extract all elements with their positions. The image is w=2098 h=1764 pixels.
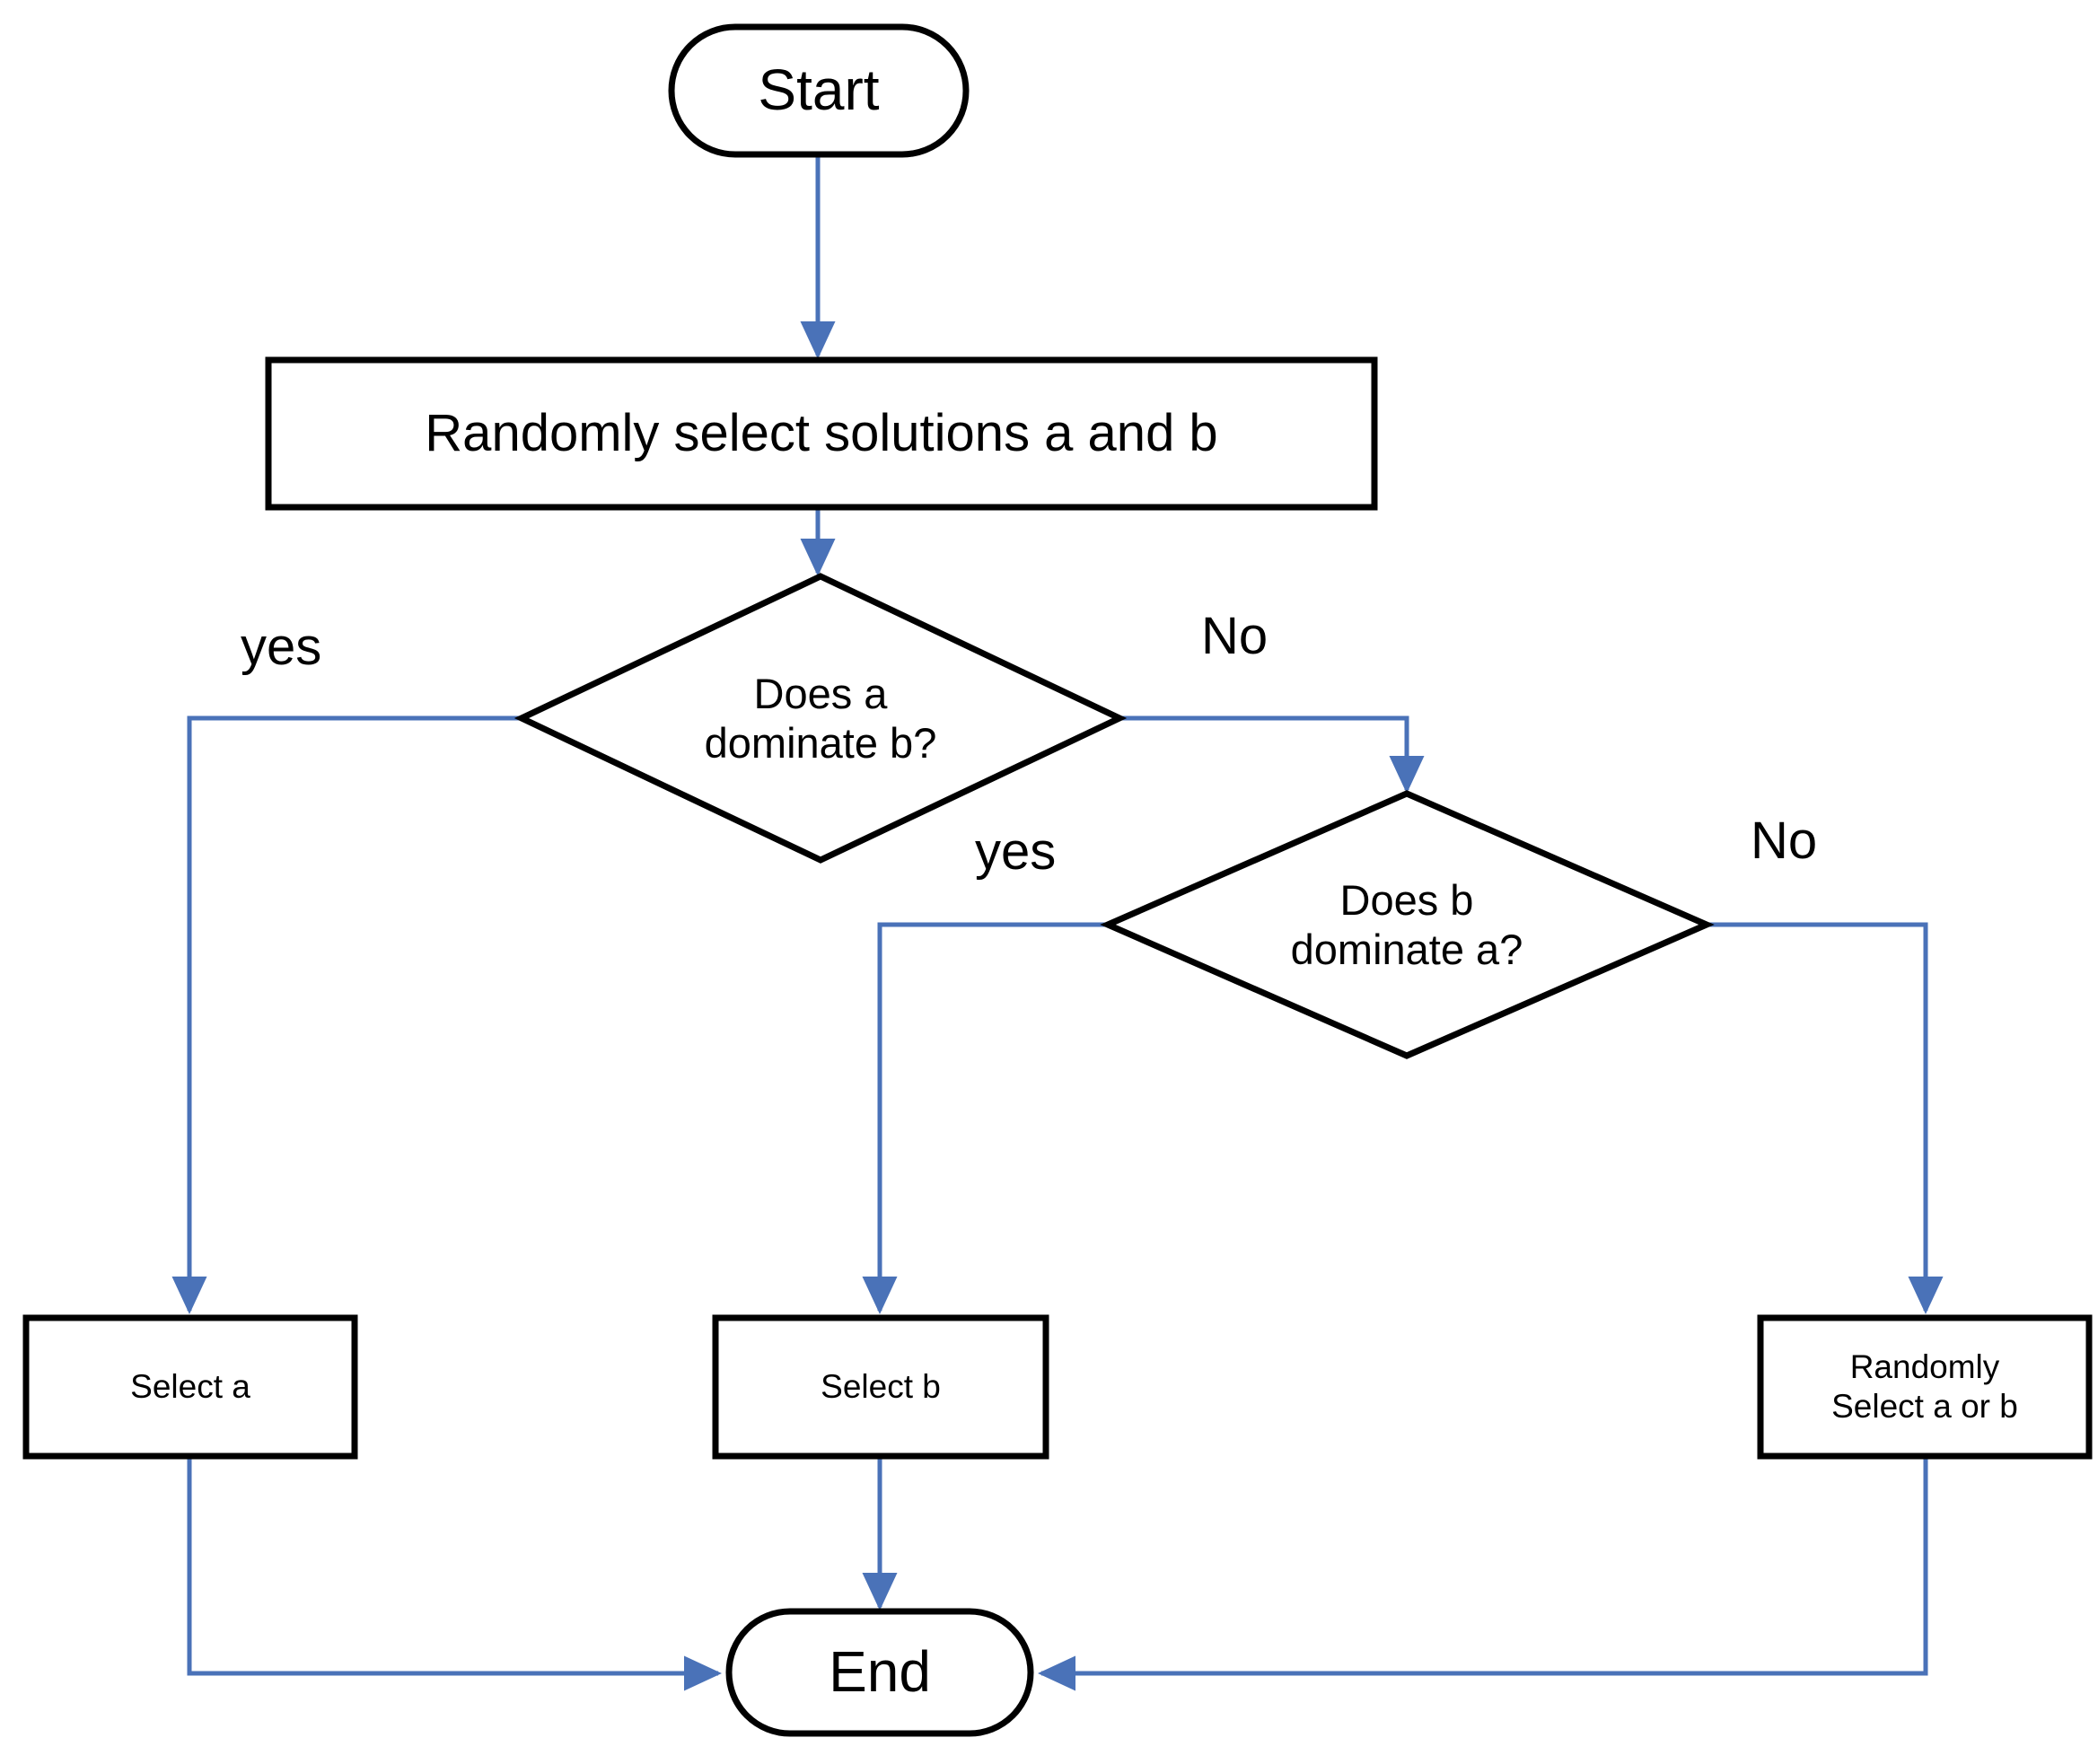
node-select-random-shape [1757, 1314, 2093, 1460]
edge-group [171, 154, 1944, 1691]
edge-select-random-to-end [1037, 1456, 1928, 1691]
edge-label-decision-b-yes: yes [975, 822, 1057, 881]
edge-decision-a-yes-to-select-a [171, 715, 522, 1315]
edge-label-decision-a-no: No [1201, 607, 1268, 665]
edge-label-decision-b-no: No [1751, 812, 1818, 870]
node-select-a-shape [22, 1314, 358, 1460]
node-decision-a-shape [514, 573, 1128, 864]
node-select-solutions-shape [265, 356, 1378, 511]
edge-decision-b-yes-to-select-b [862, 922, 1108, 1315]
node-end-shape [725, 1608, 1034, 1737]
edge-select-a-to-end [187, 1456, 723, 1691]
edge-label-decision-a-yes: yes [241, 618, 322, 676]
node-select-b-shape [712, 1314, 1049, 1460]
edge-decision-a-no-to-decision-b [1119, 715, 1425, 794]
node-start-shape [668, 23, 970, 158]
edge-decision-b-no-to-select-random [1707, 922, 1944, 1315]
node-decision-b-shape [1100, 790, 1715, 1059]
